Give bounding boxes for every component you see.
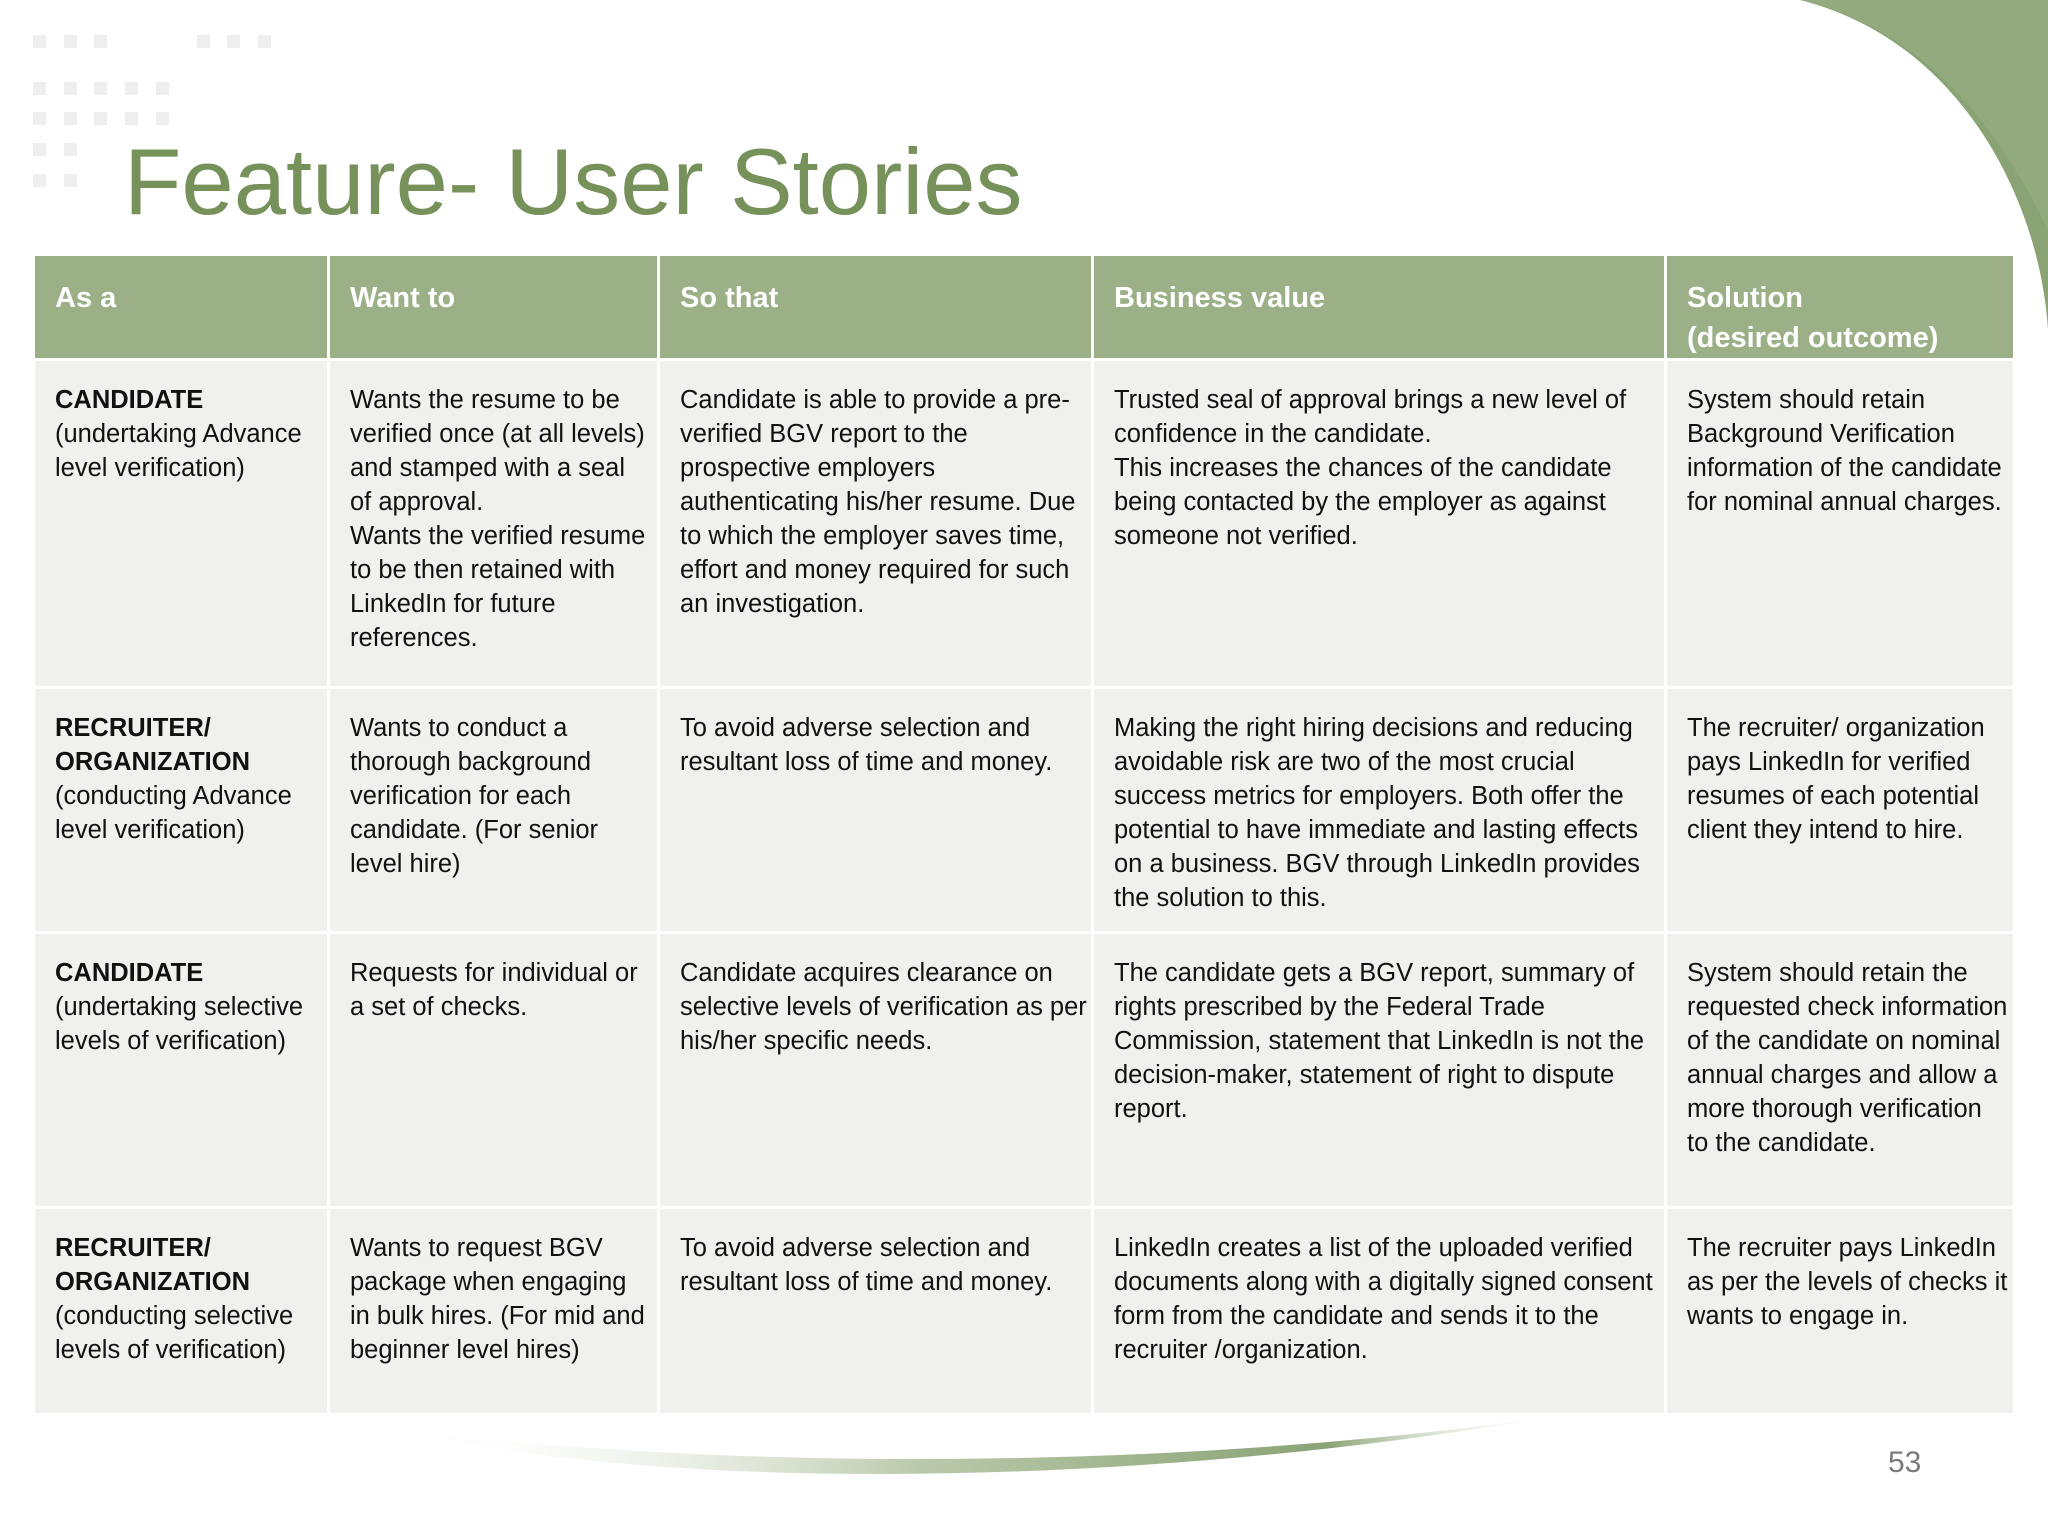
cell-solution: System should retain the requested check… — [1667, 931, 2013, 1206]
role-label: CANDIDATE — [55, 959, 204, 987]
cell-as-a: RECRUITER/ ORGANIZATION (conducting Adva… — [35, 686, 330, 931]
cell-so-that: Candidate acquires clearance on selectiv… — [660, 931, 1094, 1206]
page-title: Feature- User Stories — [124, 129, 1023, 234]
cell-so-that: To avoid adverse selection and resultant… — [660, 686, 1094, 931]
table-header-row: As a Want to So that Business value Solu… — [35, 256, 2013, 358]
header-want-to: Want to — [330, 256, 660, 358]
cell-so-that: Candidate is able to provide a pre-verif… — [660, 358, 1094, 686]
cell-as-a: CANDIDATE (undertaking Advance level ver… — [35, 358, 330, 686]
table-row: RECRUITER/ ORGANIZATION (conducting Adva… — [35, 686, 2013, 931]
bottom-swoosh — [400, 1415, 1560, 1474]
header-solution-label: Solution — [1687, 282, 1803, 314]
cell-solution: System should retain Background Verifica… — [1667, 358, 2013, 686]
cell-as-a: CANDIDATE (undertaking selective levels … — [35, 931, 330, 1206]
table-row: CANDIDATE (undertaking selective levels … — [35, 931, 2013, 1206]
table-row: CANDIDATE (undertaking Advance level ver… — [35, 358, 2013, 686]
header-solution: Solution (desired outcome) — [1667, 256, 2013, 358]
role-label: CANDIDATE — [55, 386, 204, 414]
corner-swoosh-light — [1800, 0, 2048, 230]
role-detail: (conducting selective levels of verifica… — [55, 1302, 294, 1364]
cell-want-to: Requests for individual or a set of chec… — [330, 931, 660, 1206]
cell-solution: The recruiter/ organization pays LinkedI… — [1667, 686, 2013, 931]
role-label: RECRUITER/ ORGANIZATION — [55, 714, 251, 776]
cell-so-that: To avoid adverse selection and resultant… — [660, 1206, 1094, 1413]
cell-want-to: Wants to conduct a thorough background v… — [330, 686, 660, 931]
cell-solution: The recruiter pays LinkedIn as per the l… — [1667, 1206, 2013, 1413]
cell-business-value: The candidate gets a BGV report, summary… — [1094, 931, 1667, 1206]
table-row: RECRUITER/ ORGANIZATION (conducting sele… — [35, 1206, 2013, 1413]
user-stories-table: As a Want to So that Business value Solu… — [35, 256, 2013, 1413]
role-detail: (conducting Advance level verification) — [55, 782, 292, 844]
role-detail: (undertaking selective levels of verific… — [55, 993, 304, 1055]
header-so-that: So that — [660, 256, 1094, 358]
cell-want-to: Wants the resume to be verified once (at… — [330, 358, 660, 686]
header-solution-sublabel: (desired outcome) — [1687, 322, 1939, 354]
role-detail: (undertaking Advance level verification) — [55, 420, 302, 482]
role-label: RECRUITER/ ORGANIZATION — [55, 1234, 251, 1296]
page-number: 53 — [1888, 1446, 1922, 1479]
cell-business-value: Making the right hiring decisions and re… — [1094, 686, 1667, 931]
cell-business-value: LinkedIn creates a list of the uploaded … — [1094, 1206, 1667, 1413]
header-as-a: As a — [35, 256, 330, 358]
cell-want-to: Wants to request BGV package when engagi… — [330, 1206, 660, 1413]
cell-business-value: Trusted seal of approval brings a new le… — [1094, 358, 1667, 686]
cell-as-a: RECRUITER/ ORGANIZATION (conducting sele… — [35, 1206, 330, 1413]
header-business-value: Business value — [1094, 256, 1667, 358]
